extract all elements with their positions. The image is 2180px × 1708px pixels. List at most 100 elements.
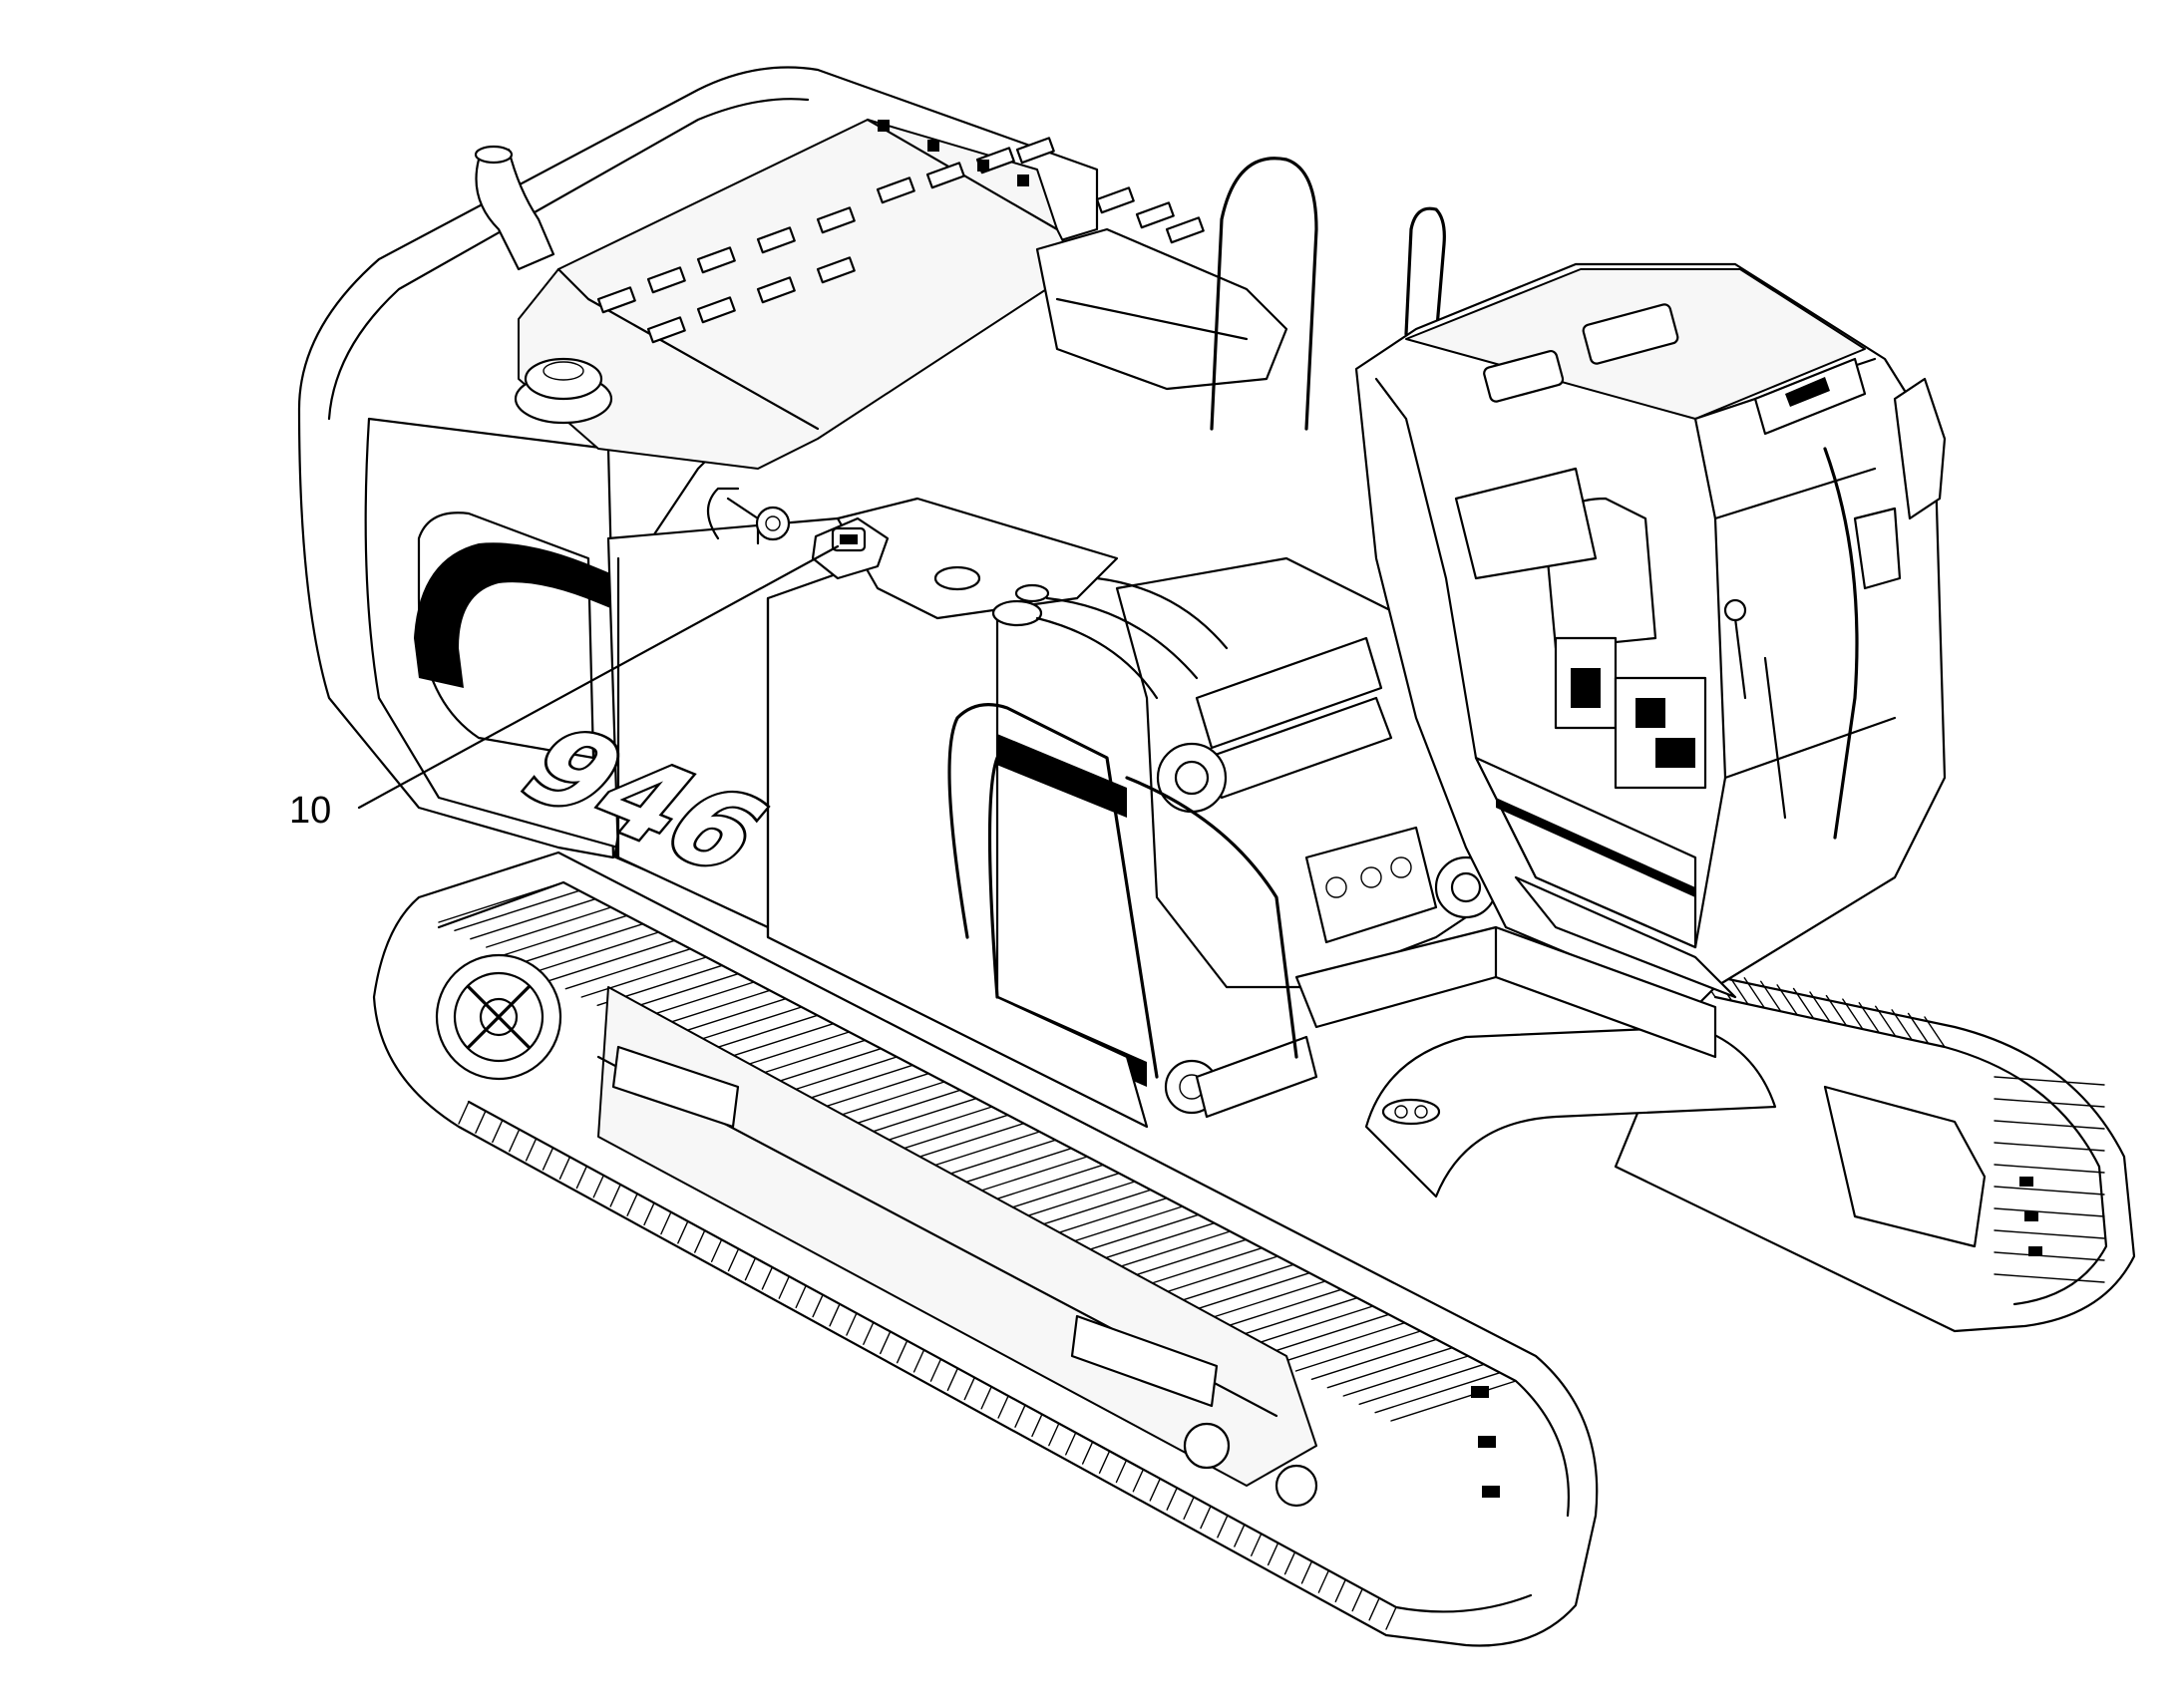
track-shoe-lower — [912, 1349, 925, 1373]
track-shoe — [1294, 1330, 1422, 1372]
track-shoe-lower — [946, 1367, 959, 1392]
hood-louvre — [1135, 201, 1175, 229]
track-shoe — [517, 922, 644, 965]
track-shoe-lower — [1200, 1505, 1212, 1530]
track-shoe — [1120, 1238, 1248, 1281]
hood-louvre — [925, 162, 965, 189]
track-shoe — [1088, 1221, 1216, 1264]
callout-leader-line — [357, 544, 840, 810]
track-shoe-lower — [778, 1275, 790, 1299]
track-shoe-lower — [1115, 1459, 1128, 1484]
track-shoe — [470, 897, 596, 940]
track-shoe — [1390, 1380, 1517, 1422]
track-shoe — [1809, 991, 1831, 1023]
track-shoe — [1776, 984, 1798, 1016]
track-shoe-lower — [710, 1238, 723, 1262]
track-shoe-lower — [492, 1119, 504, 1144]
hood-louvre — [1095, 186, 1135, 214]
boom-foot-area — [1035, 556, 1498, 1119]
track-shoe-lower — [1149, 1478, 1161, 1502]
track-shoe — [1994, 1098, 2105, 1108]
track-shoe-lower — [694, 1229, 706, 1253]
track-shoe — [1057, 1205, 1184, 1247]
track-shoe — [977, 1164, 1104, 1206]
track-shoe — [1891, 1009, 1913, 1041]
track-shoe-lower — [1385, 1606, 1397, 1630]
track-shoe-lower — [1368, 1597, 1380, 1621]
track-shoe-lower — [1317, 1569, 1330, 1593]
track-shoe — [1374, 1371, 1501, 1414]
track-shoe-lower — [896, 1339, 908, 1364]
hood-louvre — [816, 206, 856, 234]
track-shoe — [438, 881, 564, 923]
car-body — [1364, 1025, 1777, 1198]
track-shoe-lower — [575, 1165, 588, 1190]
track-shoe-lower — [1132, 1469, 1145, 1493]
track-shoe-lower — [592, 1175, 604, 1198]
track-shoe-lower — [1251, 1533, 1263, 1556]
track-shoe-lower — [863, 1321, 875, 1345]
track-shoe-lower — [509, 1128, 521, 1153]
track-shoe — [1994, 1186, 2105, 1196]
track-shoe-lower — [626, 1193, 638, 1216]
track-shoe-lower — [542, 1147, 554, 1171]
track-shoe — [1994, 1229, 2105, 1239]
track-shoe-lower — [458, 1101, 470, 1125]
track-shoe-lower — [525, 1138, 538, 1162]
track-shoe-lower — [1217, 1515, 1229, 1538]
track-shoe — [1727, 973, 1749, 1005]
track-shoe-lower — [1267, 1541, 1279, 1566]
track-shoe — [1168, 1263, 1294, 1306]
track-shoe — [1994, 1251, 2105, 1261]
left-track — [372, 851, 1599, 1647]
track-shoe-lower — [1283, 1550, 1296, 1575]
track-shoe-lower — [1031, 1413, 1043, 1438]
track-shoe — [1104, 1230, 1232, 1272]
track-shoe-lower — [1065, 1432, 1077, 1456]
track-shoe — [1263, 1313, 1390, 1356]
track-shoe — [1025, 1189, 1152, 1231]
hood-louvre — [646, 316, 686, 344]
track-shoe — [1743, 977, 1765, 1009]
track-shoe — [1994, 1120, 2105, 1130]
hood-vent — [1017, 174, 1029, 186]
track-shoe-lower — [812, 1293, 824, 1318]
track-shoe — [1994, 1164, 2105, 1174]
track-shoe-lower — [929, 1358, 942, 1382]
hood-vent — [878, 120, 890, 132]
track-shoe-lower — [1166, 1487, 1178, 1511]
track-shoe — [1072, 1213, 1200, 1256]
track-shoe — [961, 1156, 1088, 1197]
hood-louvre — [646, 266, 686, 294]
track-shoe — [1994, 1207, 2105, 1217]
callout-label: 10 — [289, 790, 331, 832]
track-shoe-lower — [829, 1303, 841, 1327]
track-shoe-lower — [643, 1201, 655, 1226]
track-shoe — [1326, 1346, 1454, 1389]
track-shoe — [1232, 1296, 1358, 1339]
track-shoe — [1041, 1196, 1168, 1239]
deck-platform — [1294, 875, 1737, 1059]
track-shoe — [1994, 1273, 2105, 1283]
hood-louvre — [1165, 216, 1205, 244]
track-shoe-lower — [980, 1386, 992, 1410]
hood-louvre — [696, 296, 736, 324]
track-shoe — [1184, 1271, 1310, 1314]
hood-louvre — [696, 246, 736, 274]
hood-louvre — [816, 256, 856, 284]
track-shoe-lower — [963, 1376, 975, 1401]
hood-vent — [927, 140, 939, 152]
track-shoe — [1792, 987, 1815, 1020]
track-shoe — [1342, 1355, 1469, 1397]
track-shoe — [1907, 1012, 1930, 1045]
track-shoe-lower — [1300, 1560, 1313, 1584]
callout-10: 10 — [289, 544, 840, 832]
hood-vent — [977, 160, 989, 171]
track-shoe — [564, 947, 692, 990]
track-shoe — [486, 906, 612, 948]
track-shoe — [1924, 1016, 1946, 1048]
track-shoe — [1278, 1321, 1406, 1364]
track-shoe-lower — [880, 1330, 892, 1355]
track-shoe-lower — [609, 1184, 621, 1207]
